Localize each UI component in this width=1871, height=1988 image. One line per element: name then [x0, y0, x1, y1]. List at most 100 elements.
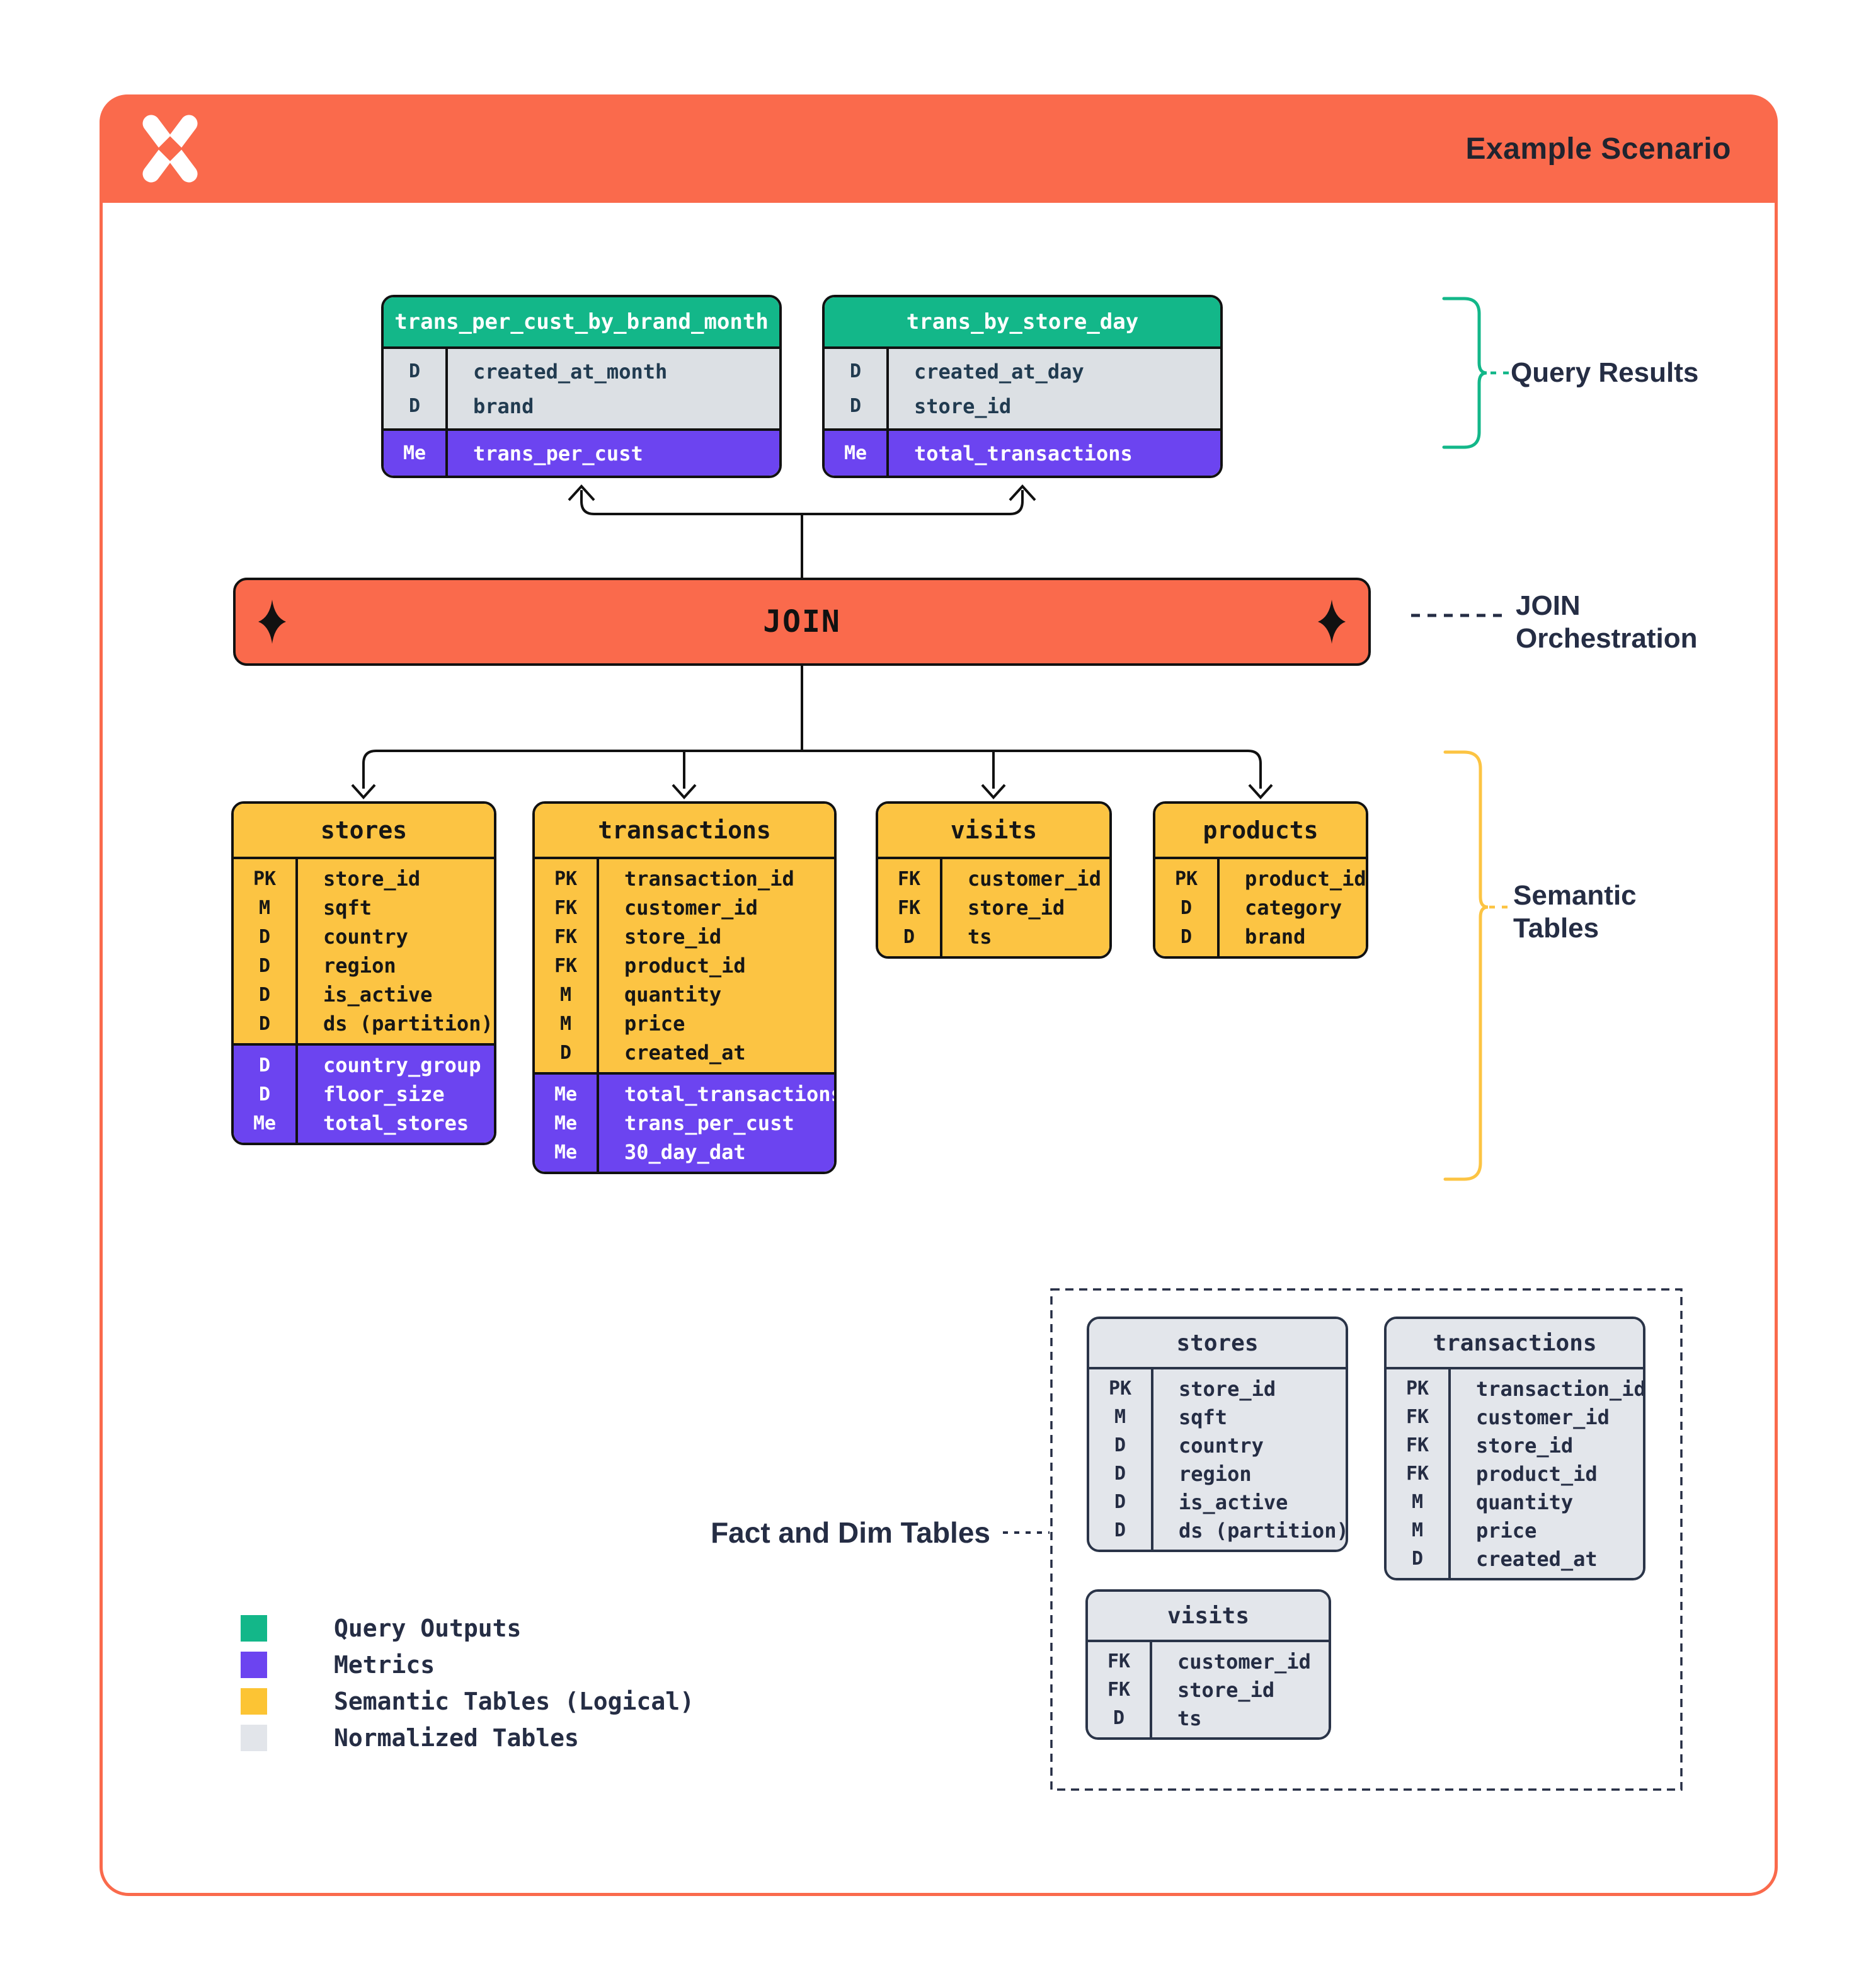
join-bar: JOIN — [233, 578, 1371, 666]
table-row: Me total_stores — [234, 1109, 494, 1138]
key-column-divider — [295, 857, 298, 1143]
row-field-name: store_id — [914, 394, 1012, 418]
row-key-badge: FK — [1405, 1434, 1429, 1456]
page-title: Example Scenario — [1465, 132, 1731, 166]
row-field-name: store_id — [323, 867, 421, 891]
query-results-label: Query Results — [1511, 357, 1699, 388]
row-key-badge: D — [1411, 1548, 1424, 1570]
row-key-badge: M — [1411, 1519, 1424, 1541]
row-field-name: quantity — [624, 983, 722, 1007]
row-field-name: created_at — [1476, 1546, 1598, 1571]
row-key-badge: PK — [1174, 867, 1198, 890]
row-key-badge: FK — [554, 925, 578, 948]
row-key-badge: Me — [554, 1112, 578, 1134]
row-field-name: created_at_month — [473, 359, 668, 384]
table-title: transactions — [1387, 1319, 1643, 1367]
table-title: stores — [234, 804, 494, 857]
row-field-name: store_id — [968, 896, 1065, 920]
row-key-badge: D — [1180, 896, 1193, 919]
row-field-name: created_at_day — [914, 359, 1084, 384]
row-field-name: 30_day_dat — [624, 1140, 746, 1164]
key-column-divider — [1150, 1640, 1152, 1737]
row-key-badge: FK — [554, 954, 578, 977]
join-orchestration-label-line1: JOIN — [1516, 590, 1581, 621]
semantic-tables-label-line2: Tables — [1513, 913, 1599, 944]
row-field-name: sqft — [1179, 1405, 1228, 1429]
legend-label: Normalized Tables — [334, 1724, 579, 1752]
row-key-badge: D — [1180, 925, 1193, 948]
key-column-divider — [1217, 857, 1220, 956]
row-field-name: total_transactions — [624, 1082, 837, 1106]
table-row: FK product_id — [535, 951, 834, 980]
row-field-name: region — [323, 954, 396, 978]
row-key-badge: D — [849, 395, 862, 417]
row-key-badge: FK — [1107, 1679, 1131, 1701]
card-header: Example Scenario — [100, 94, 1778, 203]
row-field-name: product_id — [624, 954, 746, 978]
row-field-name: is_active — [1179, 1490, 1288, 1514]
legend-swatch — [241, 1615, 267, 1642]
row-key-badge: PK — [1405, 1378, 1429, 1400]
table-title: stores — [1089, 1319, 1346, 1367]
row-key-badge: FK — [897, 867, 921, 890]
row-field-name: region — [1179, 1461, 1252, 1486]
legend-label: Query Outputs — [334, 1614, 522, 1642]
row-field-name: total_stores — [323, 1111, 469, 1135]
row-field-name: ds (partition) — [323, 1012, 493, 1036]
row-key-badge: D — [1114, 1491, 1126, 1513]
row-key-badge: FK — [897, 896, 921, 919]
legend-swatch — [241, 1725, 267, 1751]
row-field-name: customer_id — [624, 896, 758, 920]
row-field-name: trans_per_cust — [624, 1111, 794, 1135]
legend-swatch — [241, 1652, 267, 1678]
row-field-name: quantity — [1476, 1490, 1574, 1514]
row-key-badge: D — [258, 954, 271, 977]
row-field-name: country_group — [323, 1053, 481, 1077]
join-orchestration-label-line2: Orchestration — [1516, 623, 1698, 654]
row-field-name: category — [1245, 896, 1342, 920]
row-key-badge: PK — [554, 867, 578, 890]
legend-item: Query Outputs — [241, 1610, 694, 1647]
row-key-badge: D — [258, 1083, 271, 1105]
legend-label: Semantic Tables (Logical) — [334, 1688, 694, 1715]
key-column-divider — [445, 346, 448, 476]
row-field-name: product_id — [1245, 867, 1366, 891]
row-field-name: ts — [1177, 1706, 1202, 1730]
row-key-badge: Me — [253, 1112, 277, 1134]
row-field-name: ds (partition) — [1179, 1518, 1348, 1543]
legend-item: Normalized Tables — [241, 1720, 694, 1756]
join-orchestration-label: JOIN Orchestration — [1516, 590, 1698, 655]
row-key-badge: PK — [1108, 1378, 1132, 1400]
row-key-badge: D — [1114, 1463, 1126, 1485]
